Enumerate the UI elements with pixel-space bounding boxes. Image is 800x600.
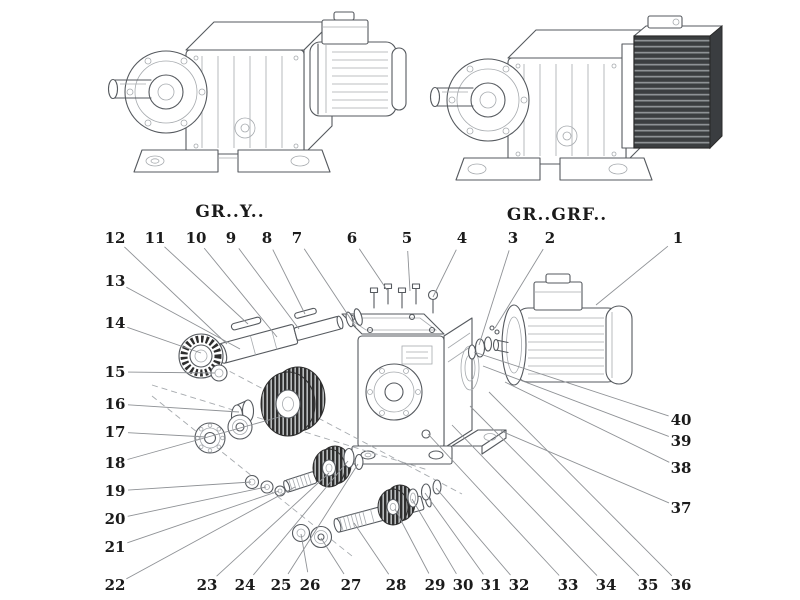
leader-line-15 [127, 371, 216, 374]
intermediate-pinion-parts [244, 471, 318, 497]
callout-25: 25 [271, 576, 292, 594]
leader-line-18 [127, 415, 284, 460]
callout-18: 18 [105, 454, 126, 472]
leader-line-21 [127, 490, 280, 544]
lower-shaft-parts [291, 479, 442, 549]
leader-line-25 [287, 463, 359, 575]
callout-13: 13 [105, 272, 126, 290]
callout-7: 7 [292, 229, 302, 247]
gear-housing [341, 313, 507, 465]
leader-line-22 [126, 486, 296, 580]
leader-line-16 [127, 404, 240, 413]
callout-19: 19 [105, 482, 126, 500]
callout-17: 17 [105, 423, 126, 441]
callout-6: 6 [347, 229, 357, 247]
leader-line-20 [127, 486, 267, 517]
leader-line-17 [127, 432, 207, 438]
finned-cover-illustration [621, 15, 723, 150]
leader-line-24 [252, 460, 349, 576]
callout-35: 35 [638, 576, 659, 594]
leader-line-31 [424, 492, 484, 575]
callout-10: 10 [186, 229, 207, 247]
callout-3: 3 [508, 229, 518, 247]
callout-27: 27 [341, 576, 362, 594]
leader-line-11 [164, 246, 249, 325]
leader-line-36 [488, 391, 673, 577]
callout-24: 24 [235, 576, 256, 594]
leader-line-7 [303, 248, 357, 328]
callout-22: 22 [105, 576, 126, 594]
leader-line-27 [320, 537, 345, 575]
leader-line-6 [358, 248, 388, 291]
callout-28: 28 [386, 576, 407, 594]
leader-line-30 [411, 498, 457, 575]
leader-line-2 [494, 248, 544, 329]
exploded-view [151, 273, 633, 557]
leader-line-19 [127, 481, 252, 491]
callout-11: 11 [145, 229, 166, 247]
leader-line-33 [427, 433, 560, 576]
callout-36: 36 [671, 576, 692, 594]
leader-line-29 [394, 508, 430, 574]
leader-line-28 [353, 522, 390, 575]
leader-line-4 [432, 249, 457, 298]
cover-bolts [369, 283, 439, 314]
leader-line-39 [482, 365, 669, 437]
label-gr-y: GR..Y.. [195, 202, 265, 222]
callout-15: 15 [105, 363, 126, 381]
callout-12: 12 [105, 229, 126, 247]
callout-16: 16 [105, 395, 126, 413]
leader-line-13 [126, 286, 241, 350]
leader-line-26 [300, 533, 309, 573]
callout-29: 29 [425, 576, 446, 594]
callout-21: 21 [105, 538, 126, 556]
leader-line-1 [595, 245, 669, 306]
leader-line-12 [124, 246, 228, 345]
gearmotor-illustration-grgrf [429, 15, 723, 181]
label-gr-grf: GR..GRF.. [506, 205, 608, 225]
callout-23: 23 [197, 576, 218, 594]
leader-line-23 [216, 472, 330, 577]
leader-line-5 [407, 250, 411, 292]
callout-31: 31 [481, 576, 502, 594]
callout-20: 20 [105, 510, 126, 528]
leader-line-14 [127, 326, 202, 354]
leader-line-38 [504, 381, 670, 463]
leader-line-37 [500, 430, 670, 504]
leader-line-34 [451, 424, 598, 576]
callout-5: 5 [402, 229, 412, 247]
callout-38: 38 [671, 459, 692, 477]
gearmotor-illustration-gry [107, 11, 407, 173]
motor-exploded [492, 273, 633, 386]
callout-14: 14 [105, 314, 126, 332]
callout-39: 39 [671, 432, 692, 450]
callout-37: 37 [671, 499, 692, 517]
leader-line-3 [478, 250, 510, 346]
callout-33: 33 [558, 576, 579, 594]
motor-illustration-gry [309, 11, 407, 117]
callout-34: 34 [596, 576, 617, 594]
callout-32: 32 [509, 576, 530, 594]
leader-line-40 [473, 351, 669, 417]
output-shaft-assembly [216, 307, 363, 364]
leader-line-32 [435, 487, 511, 576]
callout-40: 40 [671, 411, 692, 429]
large-gear [260, 366, 326, 437]
leader-line-8 [272, 249, 306, 315]
callout-8: 8 [262, 229, 272, 247]
callout-30: 30 [453, 576, 474, 594]
callout-26: 26 [300, 576, 321, 594]
callout-4: 4 [457, 229, 467, 247]
callout-2: 2 [545, 229, 555, 247]
leader-line-9 [238, 248, 300, 330]
leader-line-35 [469, 405, 640, 577]
callout-9: 9 [226, 229, 236, 247]
input-hardware [467, 325, 500, 360]
leader-line-10 [203, 247, 278, 338]
callout-1: 1 [673, 229, 683, 247]
